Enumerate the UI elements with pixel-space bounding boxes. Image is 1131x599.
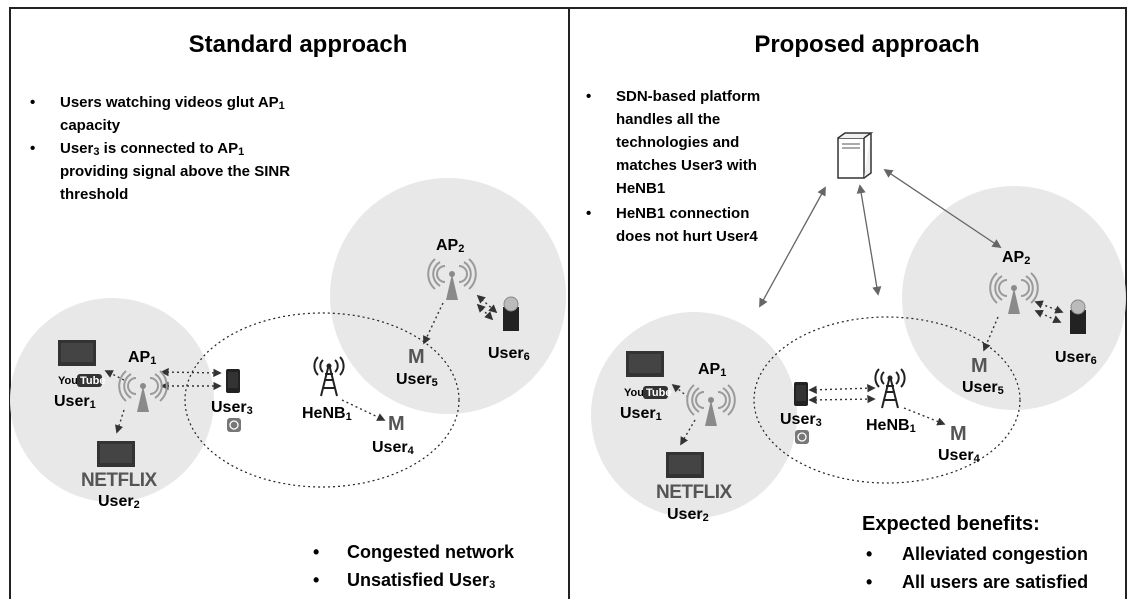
right-bullet-2-line-2: does not hurt User4 bbox=[616, 228, 758, 245]
left-bullet-1-line-2: capacity bbox=[60, 117, 121, 134]
viber-icon bbox=[794, 429, 810, 445]
user1-label: User1 bbox=[620, 405, 662, 423]
user1-label: User1 bbox=[54, 393, 96, 411]
tv-icon bbox=[666, 452, 704, 478]
user5-label: User5 bbox=[396, 371, 438, 389]
ap1-label: AP1 bbox=[698, 361, 726, 379]
bullet-dot: • bbox=[586, 205, 591, 222]
standard-approach-panel: Standard approach • Users watching video… bbox=[10, 31, 566, 591]
user3-label: User3 bbox=[211, 399, 253, 417]
user4-label: User4 bbox=[938, 447, 981, 465]
tv-icon bbox=[58, 340, 96, 366]
user3-label: User3 bbox=[780, 411, 822, 429]
phone-icon bbox=[794, 382, 808, 406]
left-bullet-2-line-1: User3 is connected to AP1 bbox=[60, 140, 244, 158]
cell-tower-icon bbox=[874, 368, 906, 409]
bullet-dot: • bbox=[30, 140, 35, 157]
proposed-approach-panel: Proposed approach • SDN-based platform h… bbox=[586, 31, 1126, 592]
youtube-logo: You Tube bbox=[624, 386, 671, 399]
user2-label: User2 bbox=[667, 506, 709, 524]
henb1-coverage-zone bbox=[753, 316, 1021, 484]
skype-icon bbox=[1069, 299, 1087, 335]
outcome-congested: Congested network bbox=[347, 542, 515, 562]
bullet-dot: • bbox=[30, 94, 35, 111]
bullet-dot: • bbox=[866, 544, 872, 564]
right-bullet-1-line-4: matches User3 with bbox=[616, 157, 757, 174]
svg-text:You: You bbox=[624, 387, 644, 399]
phone-icon bbox=[226, 369, 240, 393]
right-bullet-2-line-1: HeNB1 connection bbox=[616, 205, 749, 222]
gmail-icon: M bbox=[408, 346, 425, 368]
benefit-all-satisfied: All users are satisfied bbox=[902, 572, 1088, 592]
ap2-label: AP2 bbox=[436, 237, 464, 255]
proposed-approach-title: Proposed approach bbox=[754, 31, 979, 58]
user5-label: User5 bbox=[962, 379, 1004, 397]
cell-tower-icon bbox=[313, 356, 345, 397]
user2-label: User2 bbox=[98, 493, 140, 511]
ap1-label: AP1 bbox=[128, 349, 156, 367]
skype-icon bbox=[502, 296, 520, 332]
benefit-alleviated-congestion: Alleviated congestion bbox=[902, 544, 1088, 564]
svg-text:You: You bbox=[58, 375, 78, 387]
bullet-dot: • bbox=[313, 570, 319, 590]
henb1-label: HeNB1 bbox=[302, 405, 352, 423]
standard-approach-title: Standard approach bbox=[189, 31, 408, 58]
left-bullet-2-line-2: providing signal above the SINR bbox=[60, 163, 290, 180]
svg-text:Tube: Tube bbox=[80, 375, 105, 387]
tv-icon bbox=[626, 351, 664, 377]
right-bullet-1-line-1: SDN-based platform bbox=[616, 88, 760, 105]
right-bullet-1-line-5: HeNB1 bbox=[616, 180, 665, 197]
benefits-title: Expected benefits: bbox=[862, 513, 1040, 535]
outcome-unsatisfied: Unsatisfied User3 bbox=[347, 570, 495, 591]
server-icon bbox=[837, 132, 872, 179]
left-bullet-2-line-3: threshold bbox=[60, 186, 128, 203]
tv-icon bbox=[97, 441, 135, 467]
netflix-logo: NETFLIX bbox=[81, 470, 157, 491]
youtube-logo: You Tube bbox=[58, 374, 105, 387]
henb1-coverage-zone bbox=[184, 312, 460, 488]
bullet-dot: • bbox=[586, 88, 591, 105]
user4-label: User4 bbox=[372, 439, 415, 457]
viber-icon bbox=[226, 417, 242, 433]
bullet-dot: • bbox=[313, 542, 319, 562]
gmail-icon: M bbox=[388, 413, 405, 435]
ap2-label: AP2 bbox=[1002, 249, 1030, 267]
svg-text:Tube: Tube bbox=[646, 387, 671, 399]
netflix-logo: NETFLIX bbox=[656, 482, 732, 503]
user6-label: User6 bbox=[1055, 349, 1097, 367]
gmail-icon: M bbox=[971, 355, 988, 377]
right-bullet-1-line-2: handles all the bbox=[616, 111, 720, 128]
user6-label: User6 bbox=[488, 345, 530, 363]
gmail-icon: M bbox=[950, 423, 967, 445]
bullet-dot: • bbox=[866, 572, 872, 592]
right-bullet-1-line-3: technologies and bbox=[616, 134, 739, 151]
henb1-label: HeNB1 bbox=[866, 417, 916, 435]
left-bullet-1-line-1: Users watching videos glut AP1 bbox=[60, 94, 285, 112]
